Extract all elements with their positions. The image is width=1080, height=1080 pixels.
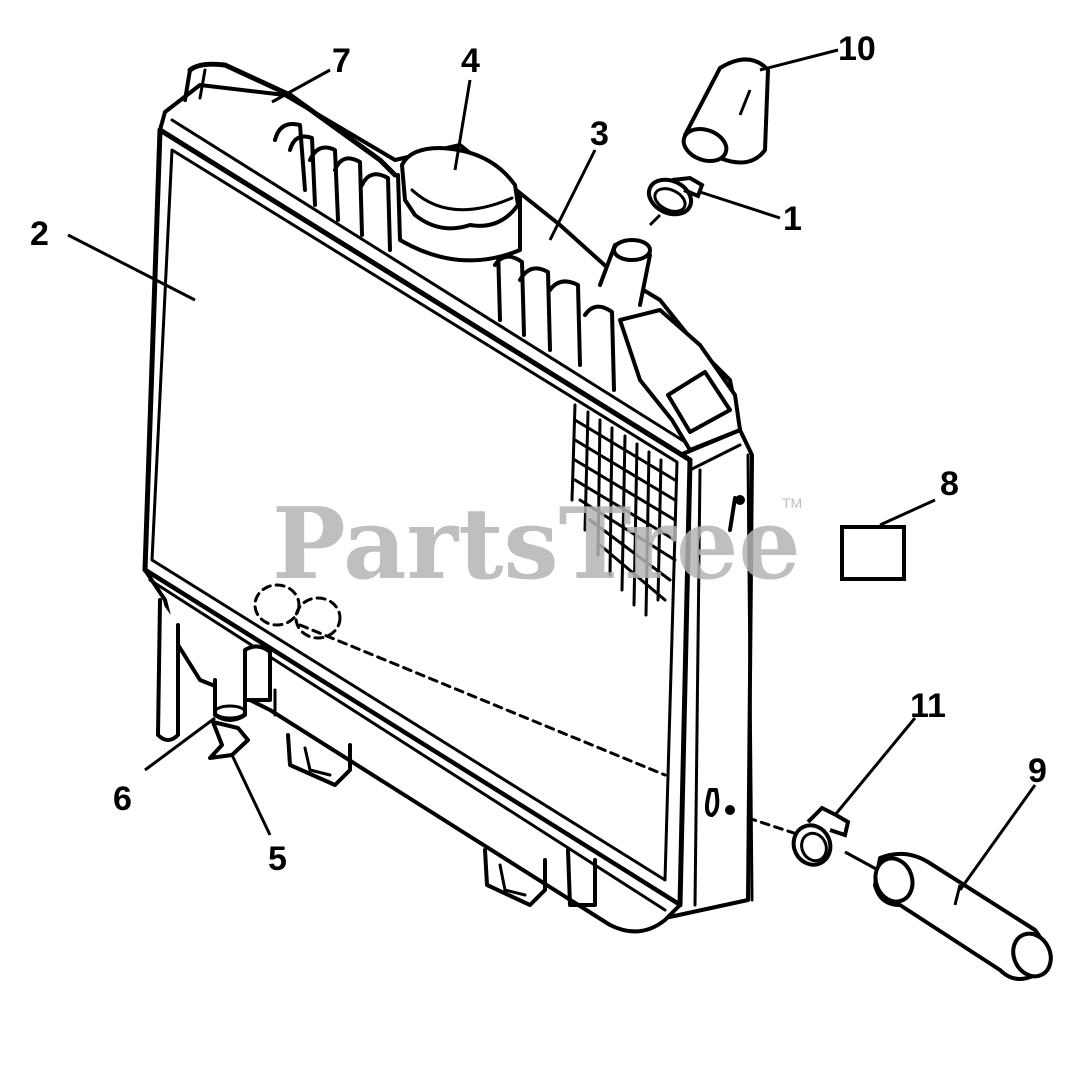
leader-7	[271, 68, 331, 104]
decal	[840, 525, 906, 581]
callout-1: 1	[783, 200, 802, 238]
radiator-core	[150, 148, 679, 882]
callout-2: 2	[30, 215, 49, 253]
callout-11: 11	[910, 687, 946, 725]
drain-cock	[213, 678, 247, 722]
drain-plug	[208, 720, 250, 760]
overflow-tube	[187, 61, 398, 178]
hose-clamp-lower	[791, 805, 851, 867]
leader-2	[67, 233, 196, 302]
callout-6: 6	[113, 780, 132, 818]
watermark-text: PartsTree	[272, 487, 801, 602]
lower-hose	[844, 850, 1053, 981]
radiator-cap	[400, 146, 520, 231]
leader-3	[548, 149, 597, 241]
callout-7: 7	[332, 42, 351, 80]
callout-4: 4	[461, 42, 480, 80]
hidden-lower-outlet	[253, 583, 667, 777]
leader-9	[958, 784, 1037, 891]
leader-10	[759, 48, 839, 72]
callout-5: 5	[268, 840, 287, 878]
leader-8	[879, 498, 936, 527]
leader-1	[699, 190, 781, 220]
drain-neck	[243, 644, 272, 702]
radiator-assembly	[142, 61, 802, 934]
radiator-fins	[570, 403, 677, 617]
mount-bracket-left	[286, 733, 352, 787]
leader-4	[453, 79, 472, 171]
watermark: PartsTree TM	[272, 487, 802, 602]
watermark-trademark: TM	[782, 495, 802, 511]
callout-3: 3	[590, 115, 609, 153]
radiator-bottom-tank	[143, 568, 682, 934]
mount-bracket-right	[483, 848, 547, 907]
leader-6	[144, 716, 216, 772]
upper-hose	[681, 57, 770, 165]
leader-11	[833, 717, 917, 816]
callout-10: 10	[838, 30, 876, 68]
leader-5	[230, 754, 272, 836]
callout-labels: 2 7 4 3 10 1 8 11 9 6 5	[30, 30, 1047, 878]
callout-9: 9	[1028, 752, 1047, 790]
callout-8: 8	[940, 465, 959, 503]
leader-lines	[67, 48, 1037, 891]
hose-clamp-upper	[646, 175, 705, 227]
